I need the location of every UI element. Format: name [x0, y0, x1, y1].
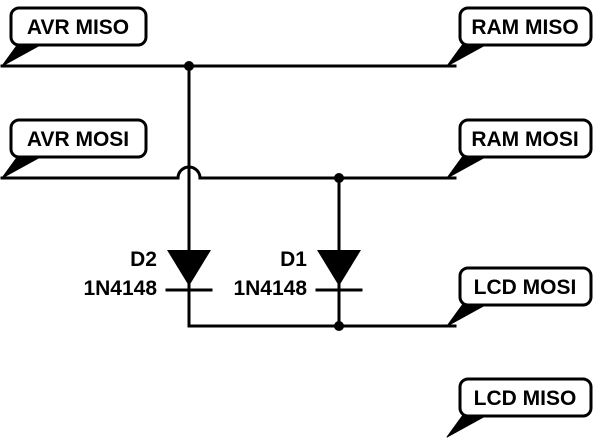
net-label-avr-miso: AVR MISO — [27, 16, 129, 39]
junction-dot — [334, 173, 344, 183]
net-label-ram-miso: RAM MISO — [471, 16, 578, 39]
flag-box — [458, 6, 593, 47]
flag-tail — [446, 414, 488, 438]
net-flag-avr-miso: AVR MISO — [1, 6, 148, 67]
flag-tail — [1, 43, 43, 67]
net-flag-lcd-miso: LCD MISO — [446, 377, 593, 438]
diode-d2: D2 1N4148 — [83, 248, 213, 300]
flag-box — [458, 377, 593, 418]
flag-box — [458, 118, 593, 159]
wire-mosi-bus — [0, 165, 457, 180]
junction-dot — [334, 321, 344, 331]
diode-d1: D1 1N4148 — [233, 248, 363, 300]
net-label-lcd-miso: LCD MISO — [474, 387, 577, 410]
flag-tail — [446, 155, 488, 179]
net-flag-avr-mosi: AVR MOSI — [1, 118, 148, 179]
diode-d1-triangle — [317, 250, 361, 286]
flag-box — [9, 6, 148, 47]
diode-d1-part: 1N4148 — [233, 277, 307, 300]
flag-tail — [446, 43, 488, 67]
net-flag-lcd-mosi: LCD MOSI — [446, 266, 593, 327]
net-label-lcd-mosi: LCD MOSI — [474, 276, 577, 299]
net-label-ram-mosi: RAM MOSI — [471, 128, 578, 151]
diode-d2-ref: D2 — [130, 248, 157, 271]
flag-box — [458, 266, 593, 307]
diode-d1-ref: D1 — [280, 248, 307, 271]
diode-d2-part: 1N4148 — [83, 277, 157, 300]
net-flag-ram-miso: RAM MISO — [446, 6, 593, 67]
diode-d2-triangle — [167, 250, 211, 286]
flag-tail — [1, 155, 43, 179]
flag-box — [9, 118, 148, 159]
net-label-avr-mosi: AVR MOSI — [27, 128, 129, 151]
flag-tail — [446, 303, 488, 327]
junction-dot — [184, 61, 194, 71]
net-flag-ram-mosi: RAM MOSI — [446, 118, 593, 179]
